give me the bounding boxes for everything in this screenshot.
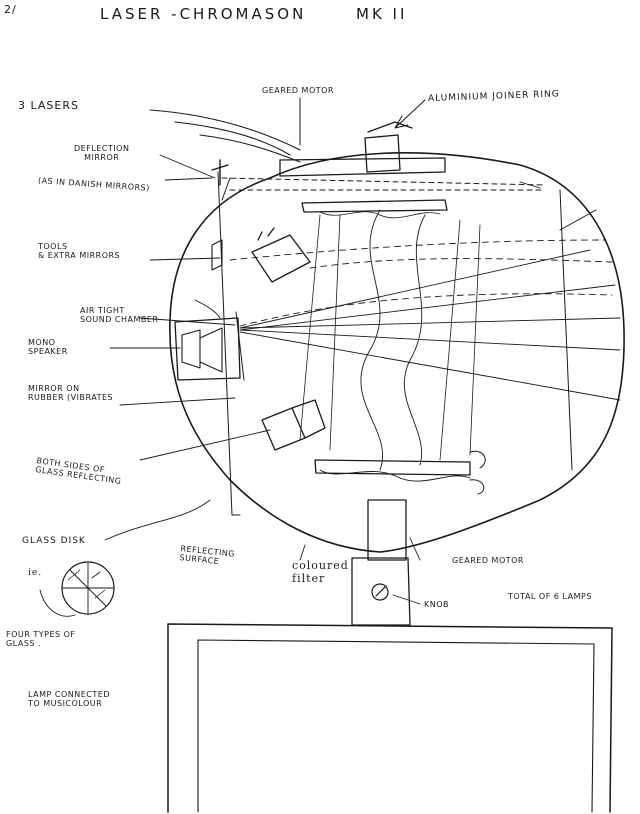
tools-mirrors-label: TOOLS & EXTRA MIRRORS bbox=[38, 242, 121, 261]
glass-disk-label: GLASS DISK bbox=[22, 536, 86, 546]
reflecting-box bbox=[261, 399, 326, 451]
model-label: MK II bbox=[356, 5, 408, 23]
air-tight-label: AIR TIGHT SOUND CHAMBER bbox=[80, 306, 159, 325]
stand-neck bbox=[367, 499, 407, 561]
four-types-label: FOUR TYPES OF GLASS . bbox=[6, 630, 76, 649]
wavy-rod-1 bbox=[360, 209, 383, 471]
globe-outline bbox=[169, 152, 625, 553]
three-lasers-label: 3 LASERS bbox=[18, 99, 79, 112]
geared-motor-top-label: GEARED MOTOR bbox=[262, 86, 334, 95]
mono-speaker-label: MONO SPEAKER bbox=[28, 338, 68, 357]
wavy-rod-2 bbox=[404, 214, 426, 466]
sound-chamber bbox=[174, 317, 241, 381]
top-rail bbox=[279, 157, 446, 177]
ring-arrow bbox=[394, 99, 426, 129]
knob bbox=[371, 583, 389, 601]
geared-motor-bottom-label: GEARED MOTOR bbox=[452, 556, 524, 565]
stand-base bbox=[351, 557, 411, 626]
ie-label: ie. bbox=[28, 568, 43, 578]
page-marker: 2/ bbox=[4, 3, 17, 16]
projector bbox=[251, 227, 311, 283]
laser-sources bbox=[149, 109, 301, 163]
lamp-connected-label: LAMP CONNECTED TO MUSICOLOUR bbox=[28, 690, 110, 709]
deflection-mirror-label: DEFLECTION MIRROR bbox=[74, 144, 130, 163]
total-lamps-label: TOTAL OF 6 LAMPS bbox=[508, 592, 592, 601]
ring-block bbox=[364, 121, 413, 173]
coloured-filter-label: coloured filter bbox=[292, 559, 349, 585]
table-outline bbox=[167, 623, 613, 813]
sketch-title: LASER -CHROMASON bbox=[100, 5, 307, 23]
speaker bbox=[181, 327, 223, 373]
knob-label: KNOB bbox=[424, 600, 450, 609]
mirror-rubber-label: MIRROR ON RUBBER (VIBRATES bbox=[28, 384, 114, 403]
tools-mirrors bbox=[211, 239, 223, 271]
upper-mirror-bar bbox=[301, 199, 448, 213]
deflection-mirror bbox=[211, 159, 229, 186]
light-beams bbox=[239, 249, 621, 401]
lower-mirror-bar bbox=[314, 459, 471, 476]
inner-panel bbox=[217, 171, 241, 516]
inner-panel-right bbox=[559, 189, 597, 471]
